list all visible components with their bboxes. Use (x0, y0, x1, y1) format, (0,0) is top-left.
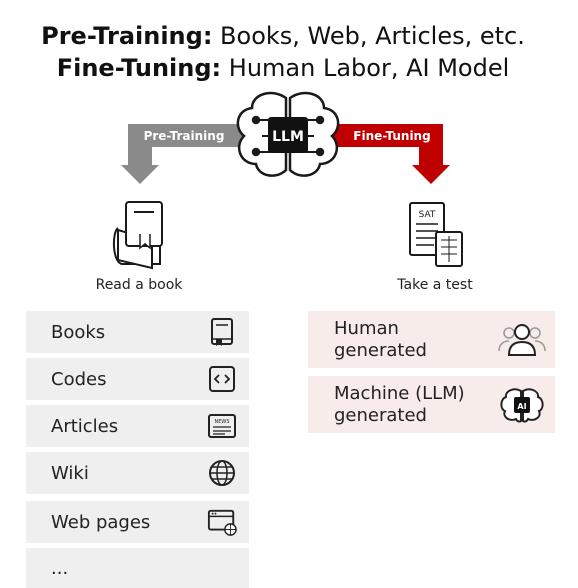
heading-pretraining: Pre-Training: Books, Web, Articles, etc. (0, 22, 566, 50)
webpage-icon (207, 507, 237, 537)
test-paper-icon: SAT (409, 202, 463, 267)
finetune-label: Machine (LLM) generated (334, 382, 465, 426)
people-icon (497, 320, 547, 360)
source-item-codes: Codes (26, 358, 249, 400)
llm-label: LLM (272, 129, 304, 145)
newspaper-icon-text: NEWS (214, 419, 229, 425)
ai-chip-text: AI (517, 402, 526, 411)
finetune-label: Human generated (334, 317, 427, 361)
llm-training-diagram: Pre-Training Fine-Tuning LLM SAT (112, 91, 463, 270)
source-label: Articles (51, 415, 119, 437)
source-label: Web pages (51, 511, 151, 533)
source-item-wiki: Wiki (26, 452, 249, 494)
source-label: ... (51, 557, 69, 579)
take-a-test-caption: Take a test (397, 277, 473, 293)
heading-finetuning-rest: Human Labor, AI Model (221, 54, 510, 82)
source-item-web-pages: Web pages (26, 501, 249, 543)
newspaper-icon: NEWS (207, 411, 237, 441)
heading-finetuning: Fine-Tuning: Human Labor, AI Model (0, 54, 566, 82)
heading-pretraining-rest: Books, Web, Articles, etc. (212, 22, 525, 50)
source-label: Books (51, 321, 106, 343)
globe-icon (207, 458, 237, 488)
source-label: Wiki (51, 462, 89, 484)
test-paper-label: SAT (419, 210, 436, 220)
finetune-item-machine: Machine (LLM) generated AI (308, 376, 555, 433)
source-label: Codes (51, 368, 107, 390)
read-a-book-caption: Read a book (95, 277, 183, 293)
finetune-item-human: Human generated (308, 311, 555, 368)
llm-chip: LLM (268, 117, 308, 153)
ai-brain-icon: AI (497, 385, 547, 425)
heading-finetuning-bold: Fine-Tuning: (56, 54, 222, 82)
source-item-books: Books (26, 311, 249, 353)
finetuning-arrow: Fine-Tuning (330, 124, 450, 184)
llm-brain-icon (236, 91, 340, 177)
heading-pretraining-bold: Pre-Training: (41, 22, 213, 50)
pretraining-arrow-label: Pre-Training (144, 129, 225, 143)
reading-book-icon (112, 201, 163, 270)
pretraining-arrow: Pre-Training (121, 124, 245, 184)
source-item-more: ... (26, 548, 249, 588)
code-icon (207, 364, 237, 394)
finetuning-arrow-label: Fine-Tuning (353, 129, 430, 143)
source-item-articles: Articles NEWS (26, 405, 249, 447)
book-icon (207, 317, 237, 347)
